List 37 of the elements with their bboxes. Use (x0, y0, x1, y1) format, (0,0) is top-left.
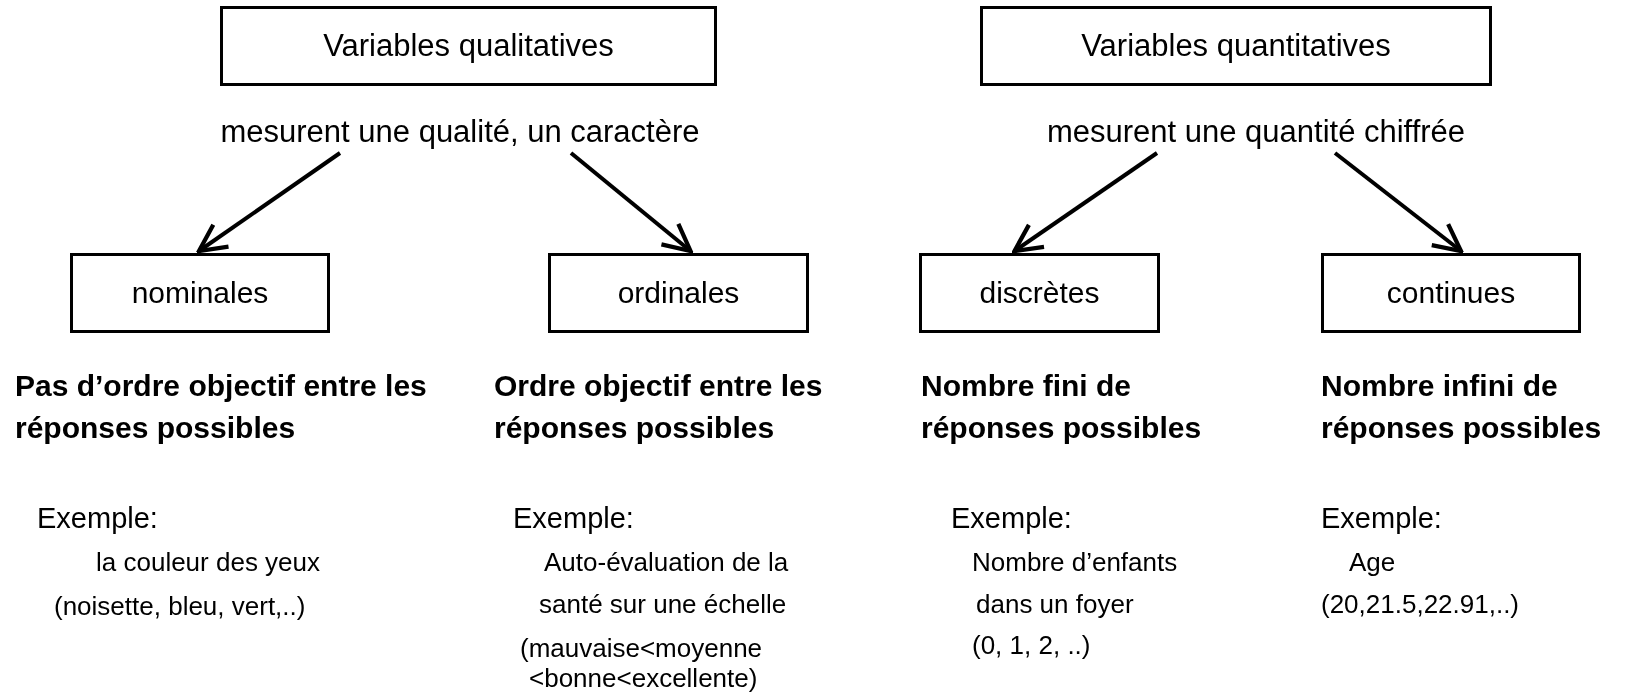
definition-text: Ordre objectif entre les réponses possibles (494, 368, 824, 446)
example-text: dans un foyer (976, 589, 1134, 621)
arrow (196, 151, 342, 254)
example-heading: Exemple: (37, 500, 158, 536)
example-text: (0, 1, 2, ..) (972, 630, 1091, 662)
description-text: mesurent une quantité chiffrée (1046, 114, 1466, 150)
category-label: continues (1386, 276, 1516, 310)
definition-text: Nombre fini de réponses possibles (921, 368, 1203, 446)
category-label: Variables qualitatives (323, 28, 614, 64)
example-text: (mauvaise<moyenne (520, 633, 763, 665)
definition-text: Nombre infini de réponses possibles (1321, 368, 1603, 446)
category-box (980, 6, 1492, 86)
category-box (70, 253, 330, 333)
example-text: Age (1349, 547, 1396, 579)
category-label: discrètes (979, 276, 1100, 310)
example-heading: Exemple: (1321, 500, 1442, 536)
description-text: mesurent une qualité, un caractère (220, 114, 700, 150)
arrow (1333, 151, 1464, 254)
category-label: nominales (131, 276, 269, 310)
category-label: Variables quantitatives (1081, 28, 1391, 64)
example-text: santé sur une échelle (539, 589, 787, 621)
arrow (569, 151, 693, 254)
definition-text: Pas d’ordre objectif entre les réponses possibles (15, 368, 428, 446)
example-text: <bonne<excellente) (529, 663, 758, 693)
example-text: (20,21.5,22.91,..) (1321, 589, 1520, 621)
category-box (220, 6, 717, 86)
category-label: ordinales (617, 276, 740, 310)
category-box (1321, 253, 1581, 333)
category-box (919, 253, 1160, 333)
example-heading: Exemple: (513, 500, 634, 536)
example-text: (noisette, bleu, vert,..) (54, 591, 306, 623)
example-text: Auto-évaluation de la (544, 547, 789, 579)
example-heading: Exemple: (951, 500, 1072, 536)
category-box (548, 253, 809, 333)
arrow (1012, 151, 1159, 254)
example-text: Nombre d’enfants (972, 547, 1178, 579)
example-text: la couleur des yeux (96, 547, 321, 579)
